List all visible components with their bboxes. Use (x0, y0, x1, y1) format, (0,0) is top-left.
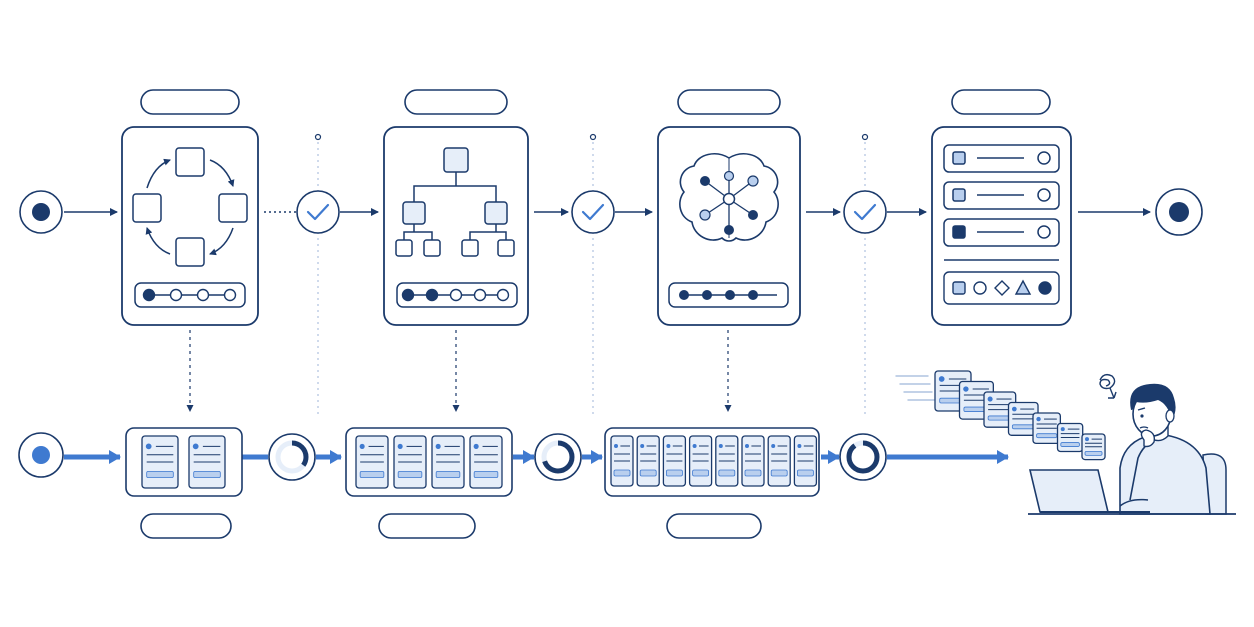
brain-network-icon (679, 153, 779, 242)
document-card (636, 435, 660, 487)
document-stack (934, 370, 1106, 461)
progress-step (496, 288, 510, 302)
square-icon (952, 281, 966, 295)
document-card (469, 435, 503, 489)
progress-step-done (679, 290, 689, 300)
progress-ring-3 (839, 433, 887, 481)
bottom-start-node (18, 432, 64, 478)
guide-endpoints (314, 133, 869, 141)
flying-document-card (1081, 433, 1106, 461)
checkpoint-1 (296, 190, 340, 234)
batch-1 (125, 427, 243, 497)
document-card (393, 435, 427, 489)
stage-2-progress-track (396, 282, 518, 308)
document-card (355, 435, 389, 489)
checklist-row (943, 218, 1060, 247)
dashed-drop-lines (186, 330, 732, 412)
confusion-swirl-icon (1099, 373, 1117, 399)
diamond-icon (994, 280, 1010, 296)
filled-circle-icon (1038, 281, 1052, 295)
top-start-node (19, 190, 63, 234)
progress-step-done (748, 290, 758, 300)
triangle-icon (1014, 279, 1032, 295)
stage-label-pills (140, 89, 1051, 115)
flying-document-card (1007, 401, 1039, 436)
progress-step (449, 288, 463, 302)
progress-step-done (425, 288, 439, 302)
checklist-row (943, 181, 1060, 210)
batch-3 (604, 427, 820, 497)
document-card (188, 435, 226, 489)
flying-document-card (1032, 412, 1062, 445)
check-icon (306, 203, 330, 221)
stage-1-label-pill (140, 89, 240, 115)
progress-step-done (142, 288, 156, 302)
document-card (688, 435, 713, 487)
circle-icon (973, 281, 987, 295)
document-card (141, 435, 179, 489)
cycle-icon (132, 147, 248, 267)
progress-step (223, 288, 237, 302)
document-card (741, 435, 765, 487)
stage-1-progress-track (134, 282, 246, 308)
stage-2-card (383, 126, 529, 326)
top-end-node (1155, 188, 1203, 236)
progress-step-done (702, 290, 712, 300)
checkpoint-2 (571, 190, 615, 234)
batch-label-pills (140, 513, 762, 539)
progress-step (169, 288, 183, 302)
stage-3-label-pill (677, 89, 781, 115)
checkpoint-3 (843, 190, 887, 234)
batch-3-label-pill (666, 513, 762, 539)
speed-lines (895, 375, 935, 401)
flying-document-card (983, 391, 1017, 428)
progress-step-done (725, 290, 735, 300)
shape-legend-row (943, 271, 1060, 305)
ring-progress (275, 440, 309, 474)
check-icon (581, 203, 605, 221)
document-card (793, 435, 818, 487)
stage-3-progress-track (668, 282, 789, 308)
progress-ring-2 (534, 433, 582, 481)
batch-2 (345, 427, 513, 497)
document-card (767, 435, 791, 487)
checklist-output-icon (943, 144, 1060, 305)
stage-4-label-pill (951, 89, 1051, 115)
stage-4-card (931, 126, 1072, 326)
document-card (715, 435, 739, 487)
document-card (431, 435, 465, 489)
progress-ring-1 (268, 433, 316, 481)
progress-step (473, 288, 487, 302)
ring-progress (846, 440, 880, 474)
check-icon (853, 203, 877, 221)
ring-progress (541, 440, 575, 474)
progress-step (196, 288, 210, 302)
flying-document-card (1056, 422, 1084, 453)
document-card (610, 435, 634, 487)
checklist-row (943, 144, 1060, 173)
person-at-laptop-icon (1028, 383, 1236, 515)
hierarchy-icon (395, 147, 515, 257)
stage-3-card (657, 126, 801, 326)
stage-1-card (121, 126, 259, 326)
progress-step-done (401, 288, 415, 302)
stage-2-label-pill (404, 89, 508, 115)
batch-1-label-pill (140, 513, 232, 539)
batch-2-label-pill (378, 513, 476, 539)
document-card (662, 435, 687, 487)
